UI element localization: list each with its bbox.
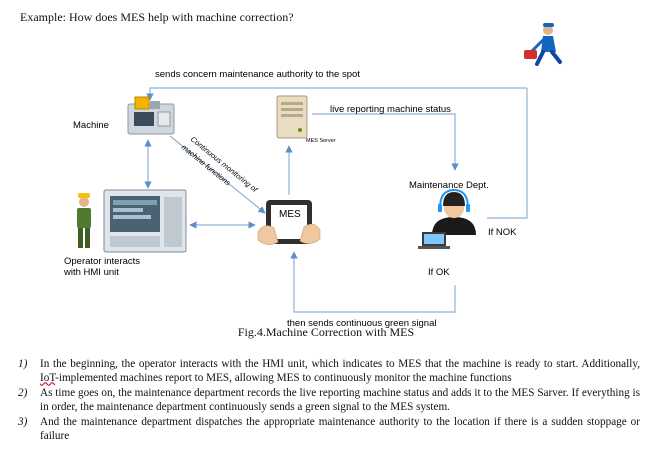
mes-tablet-icon	[257, 200, 321, 245]
operator-icon	[77, 193, 91, 248]
nok-label: If NOK	[488, 227, 517, 238]
step-text-rest: -implemented machines report to MES, all…	[55, 371, 512, 384]
list-item: 1) In the beginning, the operator intera…	[18, 358, 640, 385]
list-item: 2) As time goes on, the maintenance depa…	[18, 387, 640, 414]
machine-icon	[127, 96, 175, 135]
bottom-flow-label: then sends continuous green signal	[287, 318, 436, 329]
connectors	[148, 87, 528, 313]
mes-label: MES	[279, 209, 301, 220]
mes-diagram: sends concern maintenance authority to t…	[63, 23, 562, 329]
step-number: 3)	[18, 416, 28, 428]
maintenance-agent-icon	[418, 188, 476, 249]
top-loop-line	[150, 87, 528, 219]
step-number: 1)	[18, 358, 28, 370]
figure-caption: Fig.4.Machine Correction with MES	[237, 325, 415, 339]
maintenance-label: Maintenance Dept.	[409, 180, 489, 191]
step-number: 2)	[18, 387, 28, 399]
step-text-iot: IoT	[40, 371, 56, 384]
server-label: MES Server	[306, 138, 336, 144]
green-signal-line	[290, 251, 456, 313]
server-flow-label: live reporting machine status	[330, 104, 451, 115]
server-to-maintenance-line	[312, 113, 459, 171]
ok-label: If OK	[428, 267, 450, 278]
step-text: And the maintenance department dispatche…	[40, 416, 640, 442]
step-text: In the beginning, the operator interacts…	[40, 358, 640, 370]
machine-label: Machine	[73, 120, 109, 131]
monitoring-arrow	[169, 135, 266, 214]
step-text: As time goes on, the maintenance departm…	[40, 387, 640, 413]
top-flow-label: sends concern maintenance authority to t…	[155, 69, 360, 80]
operator-label-2: with HMI unit	[63, 267, 119, 278]
steps-list: 1) In the beginning, the operator intera…	[18, 358, 640, 445]
server-icon	[276, 95, 308, 139]
maintenance-worker-icon	[524, 23, 562, 66]
hmi-unit-icon	[103, 189, 187, 253]
operator-label-1: Operator interacts	[64, 256, 140, 267]
list-item: 3) And the maintenance department dispat…	[18, 416, 640, 443]
intro-heading: Example: How does MES help with machine …	[20, 10, 294, 24]
